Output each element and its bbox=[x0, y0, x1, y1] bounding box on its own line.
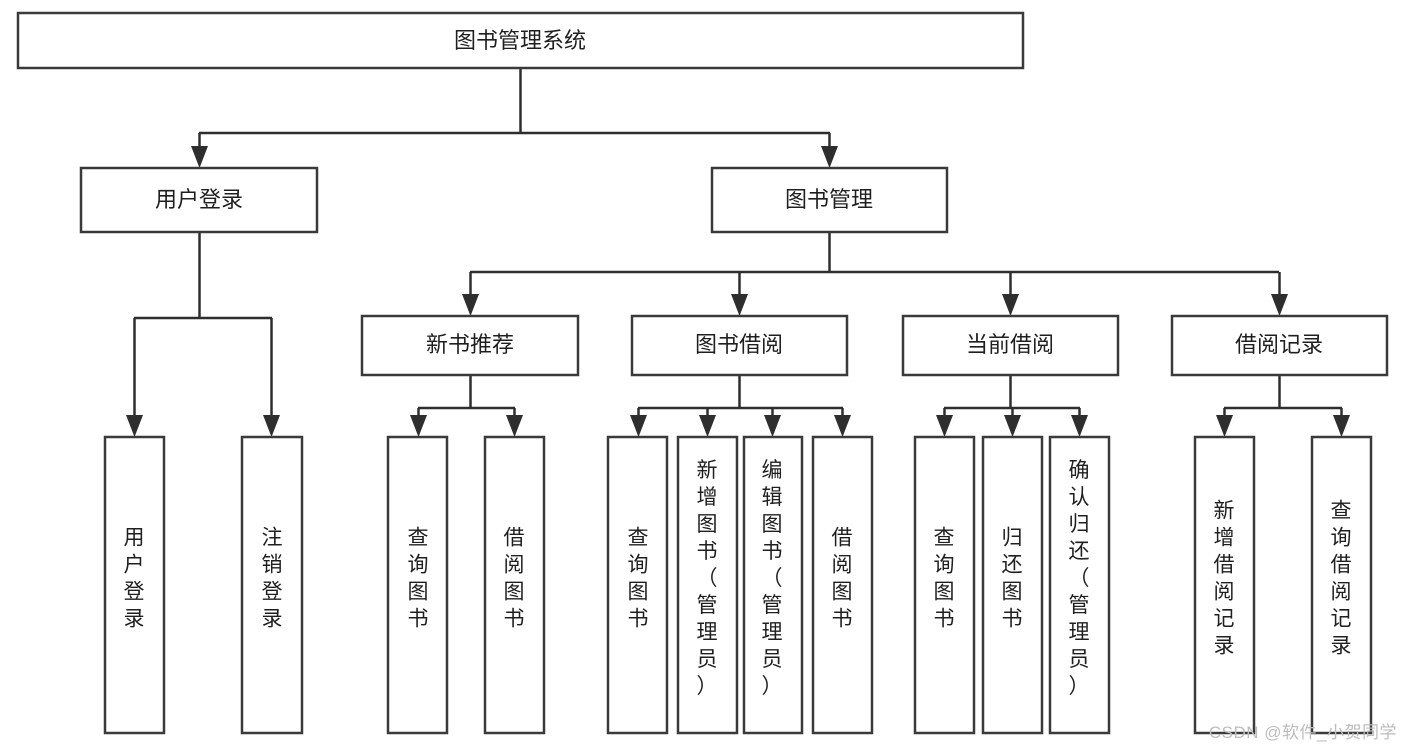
node-leaf-user-logout-box[interactable] bbox=[240, 435, 304, 735]
connector-layer bbox=[126, 68, 1350, 437]
node-leaf-borrow-book-1-box[interactable] bbox=[483, 435, 546, 735]
node-user-login-box[interactable] bbox=[79, 166, 319, 234]
node-leaf-return-book[interactable]: 归还图书 bbox=[981, 435, 1044, 735]
node-leaf-edit-book[interactable]: 编辑图书（管理员） bbox=[742, 435, 804, 735]
node-book-manage[interactable]: 图书管理 bbox=[710, 166, 949, 234]
node-leaf-user-login-label: 用户登录 bbox=[124, 527, 145, 631]
arrowhead-new-book-recommend bbox=[462, 294, 479, 316]
arrowhead-leaf-query-book-3 bbox=[936, 415, 953, 437]
node-new-book-recommend-label: 新书推荐 bbox=[426, 332, 514, 357]
node-leaf-user-logout[interactable]: 注销登录 bbox=[240, 435, 304, 735]
node-borrow-record-box[interactable] bbox=[1170, 314, 1389, 377]
node-borrow-record-label: 借阅记录 bbox=[1235, 332, 1323, 357]
node-leaf-query-record-box[interactable] bbox=[1310, 435, 1373, 735]
arrowhead-user-login bbox=[191, 146, 208, 168]
node-leaf-query-book-3[interactable]: 查询图书 bbox=[913, 435, 976, 735]
node-current-borrow-label: 当前借阅 bbox=[966, 332, 1054, 357]
arrowhead-book-borrow bbox=[731, 294, 748, 316]
arrowhead-leaf-add-book bbox=[699, 415, 716, 437]
node-leaf-borrow-book-1-label: 借阅图书 bbox=[504, 527, 525, 631]
node-leaf-confirm-return[interactable]: 确认归还（管理员） bbox=[1048, 435, 1111, 735]
arrowhead-leaf-borrow-book-1 bbox=[506, 415, 523, 437]
arrowhead-current-borrow bbox=[1002, 294, 1019, 316]
node-leaf-add-record-label: 新增借阅记录 bbox=[1214, 500, 1235, 658]
node-borrow-record[interactable]: 借阅记录 bbox=[1170, 314, 1389, 377]
node-leaf-query-book-2-label: 查询图书 bbox=[628, 527, 649, 631]
node-book-borrow-box[interactable] bbox=[630, 314, 849, 377]
node-leaf-user-logout-label: 注销登录 bbox=[262, 527, 283, 631]
node-book-manage-label: 图书管理 bbox=[785, 187, 873, 212]
arrowhead-leaf-return-book bbox=[1004, 415, 1021, 437]
node-leaf-query-book-1[interactable]: 查询图书 bbox=[386, 435, 449, 735]
node-leaf-edit-book-box[interactable] bbox=[742, 435, 804, 735]
node-leaf-edit-book-label: 编辑图书（管理员） bbox=[762, 459, 783, 698]
arrowhead-leaf-query-book-2 bbox=[630, 415, 647, 437]
arrowhead-leaf-user-login bbox=[126, 415, 143, 437]
node-leaf-query-book-3-label: 查询图书 bbox=[934, 527, 955, 631]
node-leaf-add-record-box[interactable] bbox=[1193, 435, 1256, 735]
node-leaf-query-book-2-box[interactable] bbox=[606, 435, 669, 735]
node-leaf-query-book-3-box[interactable] bbox=[913, 435, 976, 735]
arrowhead-borrow-record bbox=[1271, 294, 1288, 316]
arrowhead-leaf-borrow-book-2 bbox=[834, 415, 851, 437]
arrowhead-book-manage bbox=[821, 146, 838, 168]
node-leaf-add-book[interactable]: 新增图书（管理员） bbox=[676, 435, 739, 735]
node-leaf-query-record[interactable]: 查询借阅记录 bbox=[1310, 435, 1373, 735]
arrowhead-leaf-query-book-1 bbox=[410, 415, 427, 437]
arrowhead-leaf-add-record bbox=[1216, 415, 1233, 437]
node-leaf-borrow-book-2-box[interactable] bbox=[811, 435, 874, 735]
node-root[interactable]: 图书管理系统 bbox=[16, 11, 1025, 70]
node-leaf-borrow-book-2-label: 借阅图书 bbox=[832, 527, 853, 631]
node-leaf-add-record[interactable]: 新增借阅记录 bbox=[1193, 435, 1256, 735]
node-leaf-confirm-return-box[interactable] bbox=[1048, 435, 1111, 735]
arrowhead-leaf-confirm-return bbox=[1071, 415, 1088, 437]
arrowhead-leaf-user-logout bbox=[263, 415, 280, 437]
node-user-login-label: 用户登录 bbox=[155, 187, 243, 212]
node-leaf-query-record-label: 查询借阅记录 bbox=[1331, 500, 1352, 658]
node-leaf-user-login[interactable]: 用户登录 bbox=[103, 435, 166, 735]
arrowhead-leaf-edit-book bbox=[764, 415, 781, 437]
node-leaf-return-book-box[interactable] bbox=[981, 435, 1044, 735]
node-root-box[interactable] bbox=[16, 11, 1025, 70]
node-root-label: 图书管理系统 bbox=[454, 28, 586, 53]
node-book-manage-box[interactable] bbox=[710, 166, 949, 234]
node-new-book-recommend-box[interactable] bbox=[360, 314, 580, 377]
node-leaf-add-book-label: 新增图书（管理员） bbox=[697, 459, 718, 698]
node-leaf-confirm-return-label: 确认归还（管理员） bbox=[1069, 459, 1090, 698]
watermark: CSDN @软件_小贺同学 bbox=[1208, 723, 1397, 742]
node-leaf-query-book-1-box[interactable] bbox=[386, 435, 449, 735]
node-leaf-user-login-box[interactable] bbox=[103, 435, 166, 735]
node-current-borrow[interactable]: 当前借阅 bbox=[901, 314, 1120, 377]
node-book-borrow[interactable]: 图书借阅 bbox=[630, 314, 849, 377]
node-current-borrow-box[interactable] bbox=[901, 314, 1120, 377]
node-leaf-query-book-2[interactable]: 查询图书 bbox=[606, 435, 669, 735]
node-leaf-return-book-label: 归还图书 bbox=[1002, 527, 1023, 631]
node-leaf-borrow-book-1[interactable]: 借阅图书 bbox=[483, 435, 546, 735]
node-book-borrow-label: 图书借阅 bbox=[695, 332, 783, 357]
arrowhead-leaf-query-record bbox=[1333, 415, 1350, 437]
node-new-book-recommend[interactable]: 新书推荐 bbox=[360, 314, 580, 377]
node-leaf-add-book-box[interactable] bbox=[676, 435, 739, 735]
node-leaf-query-book-1-label: 查询图书 bbox=[408, 527, 429, 631]
node-user-login[interactable]: 用户登录 bbox=[79, 166, 319, 234]
node-leaf-borrow-book-2[interactable]: 借阅图书 bbox=[811, 435, 874, 735]
